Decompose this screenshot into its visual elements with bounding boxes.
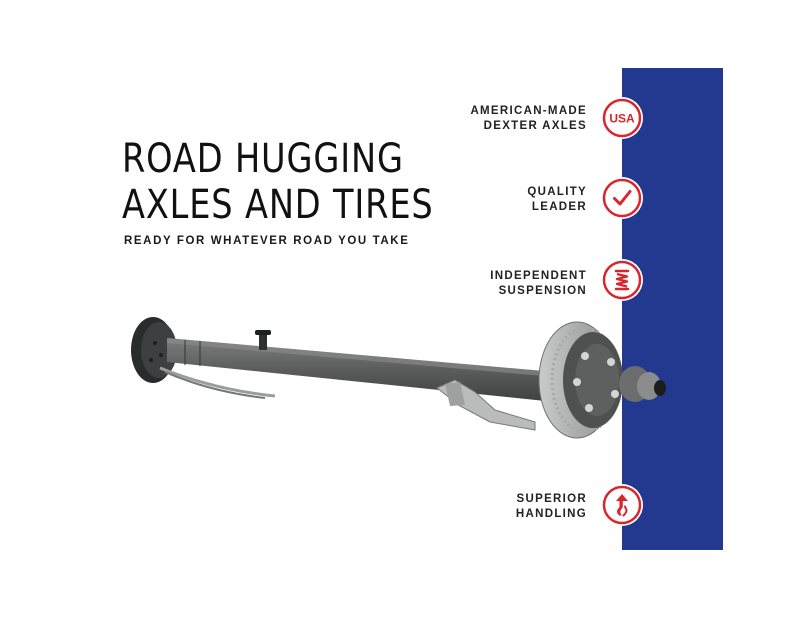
headline: ROAD HUGGING AXLES AND TIRES	[122, 136, 434, 228]
feature-label-line: HANDLING	[515, 508, 587, 520]
headline-line-1: ROAD HUGGING	[122, 136, 404, 182]
feature-label-suspension: INDEPENDENT SUSPENSION	[490, 269, 587, 299]
feature-label-line: INDEPENDENT	[490, 270, 587, 282]
feature-label-line: AMERICAN-MADE	[470, 105, 587, 117]
right-wheel-hub	[538, 321, 666, 439]
feature-label-quality: QUALITY LEADER	[527, 185, 587, 215]
road-arrow-icon	[601, 484, 643, 526]
blue-side-band	[622, 68, 723, 550]
subheadline: READY FOR WHATEVER ROAD YOU TAKE	[124, 235, 410, 247]
headline-line-2: AXLES AND TIRES	[122, 182, 434, 228]
usa-badge-icon: USA	[601, 97, 643, 139]
left-wheel-hub	[131, 317, 177, 383]
suspension-bracket	[436, 379, 536, 431]
feature-label-handling: SUPERIOR HANDLING	[516, 492, 587, 522]
trailer-axle-illustration	[131, 317, 666, 439]
feature-label-line: QUALITY	[527, 186, 587, 198]
feature-label-line: SUSPENSION	[498, 285, 587, 297]
checkmark-icon	[601, 177, 643, 219]
feature-label-american-made: AMERICAN-MADE DEXTER AXLES	[470, 104, 587, 134]
feature-label-line: LEADER	[531, 201, 587, 213]
spring-icon	[601, 259, 643, 301]
feature-label-line: SUPERIOR	[516, 493, 587, 505]
usa-badge-text: USA	[609, 112, 635, 126]
feature-label-line: DEXTER AXLES	[483, 120, 587, 132]
